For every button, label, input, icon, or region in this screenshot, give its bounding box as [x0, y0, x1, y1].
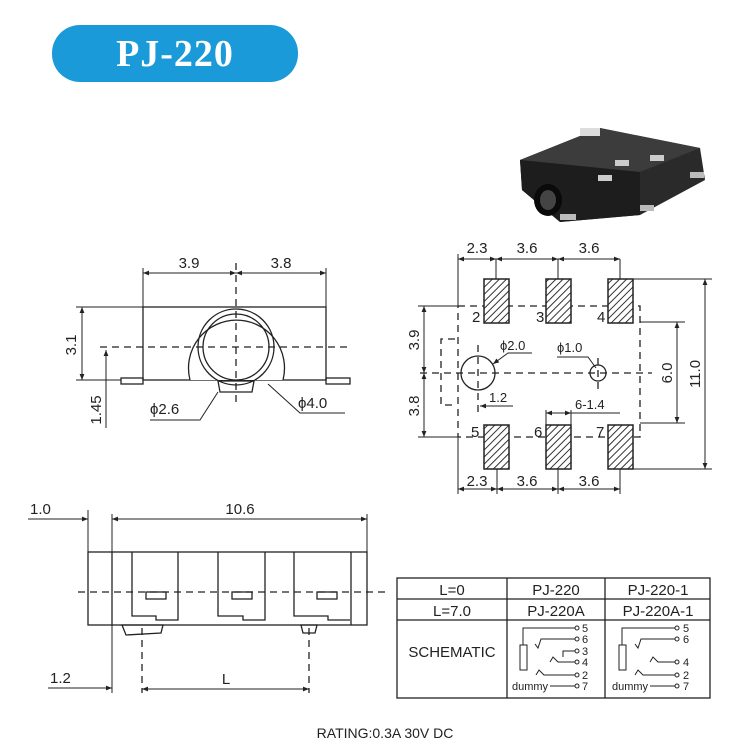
dim-3-8: 3.8 [271, 255, 292, 272]
pad-4 [607, 278, 634, 324]
pin-label: 2 [472, 309, 480, 326]
table-cell: PJ-220A-1 [623, 603, 694, 620]
rating-text: RATING:0.3A 30V DC [317, 725, 454, 741]
dim-phi-2-0: ϕ2.0 [500, 338, 525, 353]
hole-small [589, 364, 607, 382]
table-cell: PJ-220-1 [628, 582, 689, 599]
pin-label: 3 [536, 309, 544, 326]
schematic-pin: 2 [683, 670, 689, 682]
schematic-pin: 2 [582, 670, 588, 682]
table-cell: L=7.0 [433, 603, 471, 620]
pad-5 [483, 424, 510, 470]
schematic-pin: 4 [683, 657, 689, 669]
dim-bottom-3-6: 3.6 [517, 473, 538, 490]
schematic-pin: 5 [683, 623, 689, 635]
pin-label: 6 [534, 424, 542, 441]
dim-top-2-3: 2.3 [467, 240, 488, 257]
pad-2 [483, 278, 510, 324]
pin-label: 7 [596, 424, 604, 441]
dim-top-3-6: 3.6 [517, 240, 538, 257]
schematic-pj220-1: 5 6 4 2 7 dummy [612, 623, 689, 693]
table-cell: L=0 [439, 582, 464, 599]
dim-left-3-8: 3.8 [406, 396, 423, 417]
schematic-pj220: 5 6 3 4 2 7 dummy [512, 623, 588, 693]
front-view: 3.9 3.8 3.1 1.45 ϕ2.6 ϕ4.0 [63, 255, 351, 428]
pin-label: 5 [471, 424, 479, 441]
pcb-footprint: 2 3 4 5 6 7 2.3 3.6 3.6 2.3 3.6 3.6 3.9 … [406, 240, 712, 494]
schematic-pin: 4 [582, 657, 588, 669]
title-badge: PJ-220 [52, 25, 298, 82]
dim-phi-2-6: ϕ2.6 [150, 401, 179, 418]
dim-L: L [222, 671, 230, 688]
pad-3 [545, 278, 572, 324]
dim-left-3-9: 3.9 [406, 330, 423, 351]
dim-1-0: 1.0 [30, 501, 51, 518]
dim-phi-4-0: ϕ4.0 [298, 395, 327, 412]
dim-phi-1-0: ϕ1.0 [557, 340, 582, 355]
dim-10-6: 10.6 [225, 501, 254, 518]
dim-3-9: 3.9 [179, 255, 200, 272]
table-cell: PJ-220 [532, 582, 580, 599]
dim-1-45: 1.45 [88, 395, 105, 424]
side-view: 1.0 10.6 1.2 L [28, 501, 385, 693]
dim-pad-width: 6-1.4 [575, 397, 605, 412]
dim-6-0: 6.0 [659, 363, 676, 384]
dim-1-2-side: 1.2 [50, 670, 71, 687]
schematic-pin: 5 [582, 623, 588, 635]
dim-11-0: 11.0 [687, 360, 704, 388]
product-photo [520, 128, 705, 222]
schematic-pin: 7 [582, 681, 588, 693]
pad-7 [607, 424, 634, 470]
schematic-pin: 7 [683, 681, 689, 693]
pad-6 [545, 424, 572, 470]
schematic-pin: 3 [582, 646, 588, 658]
dim-bottom-2-3: 2.3 [467, 473, 488, 490]
schematic-label: SCHEMATIC [408, 644, 495, 661]
title: PJ-220 [116, 33, 234, 75]
schematic-dummy: dummy [612, 681, 649, 693]
dim-3-1: 3.1 [63, 335, 80, 356]
schematic-dummy: dummy [512, 681, 549, 693]
dim-bottom-3-6b: 3.6 [579, 473, 600, 490]
hole-large [460, 355, 496, 391]
table-cell: PJ-220A [527, 603, 585, 620]
pin-label: 4 [597, 309, 605, 326]
schematic-pin: 6 [582, 634, 588, 646]
model-table: L=0 PJ-220 PJ-220-1 L=7.0 PJ-220A PJ-220… [396, 577, 711, 699]
schematic-pin: 6 [683, 634, 689, 646]
dim-top-3-6b: 3.6 [579, 240, 600, 257]
dim-1-2: 1.2 [489, 390, 507, 405]
